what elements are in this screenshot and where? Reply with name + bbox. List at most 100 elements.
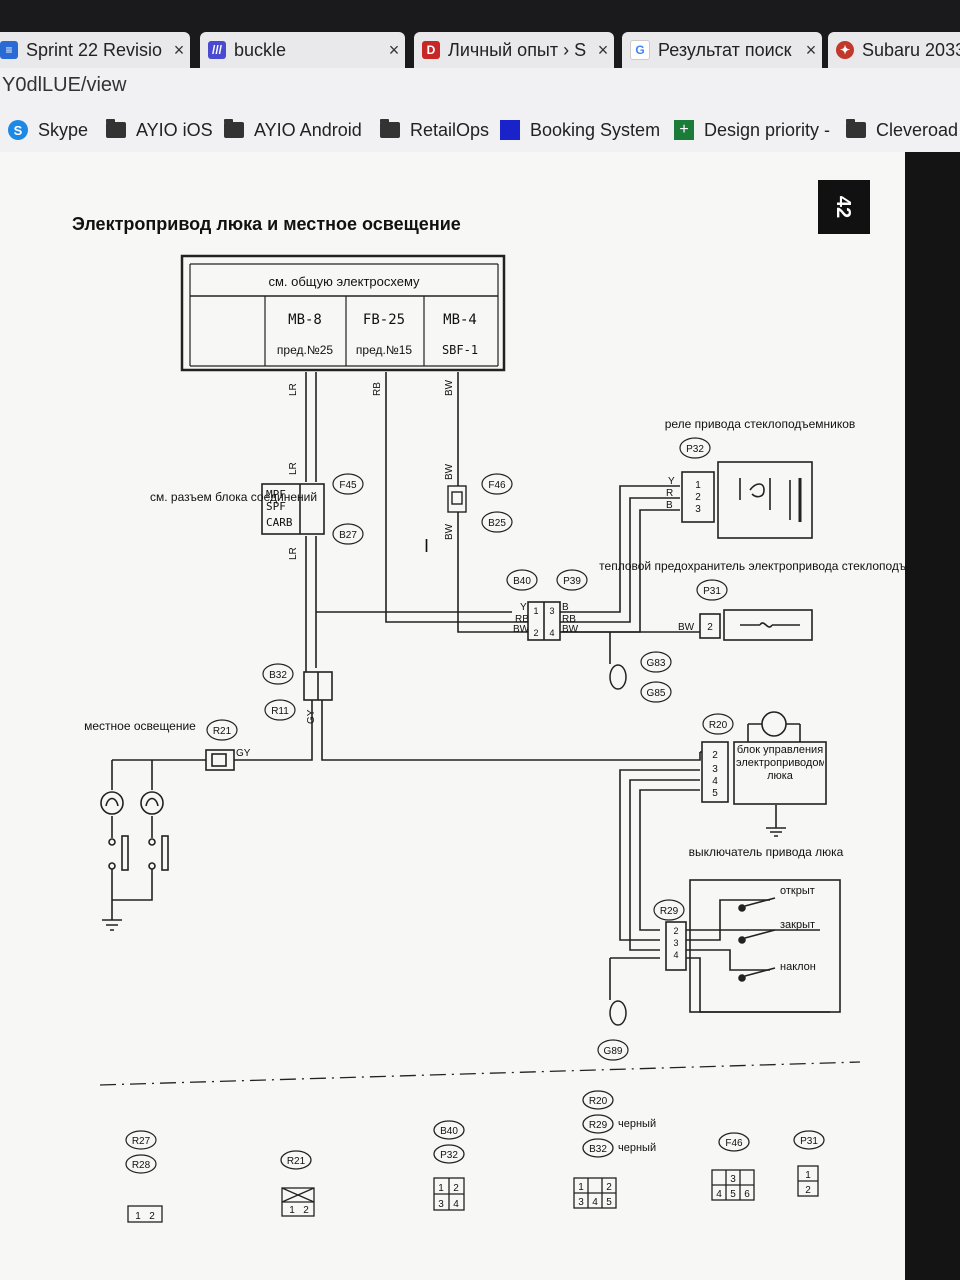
header-box [180,254,506,372]
bookmark-skype[interactable]: S Skype [8,118,88,142]
docs-icon: ≡ [0,41,18,59]
connector-r29: R29 [660,906,679,917]
relay-unit [681,461,813,539]
legend-b32: B32 [589,1144,607,1155]
legend-pin: 3 [730,1174,736,1185]
legend-pin: 2 [606,1182,612,1193]
buckle-icon: /// [208,41,226,59]
wire-code-b: B [562,602,569,613]
thermal-fuse [699,609,813,641]
square-icon [500,120,520,140]
address-bar[interactable]: Y0dlLUE/view [0,68,960,108]
connector-b40-shape [527,601,561,641]
tab-buckle[interactable]: /// buckle × [200,32,405,68]
bookmark-cleveroad[interactable]: Cleveroad F [846,118,960,142]
skype-icon: S [8,120,28,140]
wire-code-bw: BW [562,624,579,635]
pin: 4 [549,628,554,638]
tab-subaru[interactable]: ✦ Subaru 20330 [828,32,960,68]
tab-google[interactable]: G Результат поиск × [622,32,822,68]
control-label-box: блок управления электроприводом люка [736,744,824,782]
connector-g85: G85 [647,688,666,699]
pin: 3 [549,606,554,616]
bookmark-label: AYIO Android [254,119,362,140]
sheets-icon: + [674,120,694,140]
bookmark-label: Design priority - [704,119,831,140]
wire-code-rb: RB [372,382,383,396]
page-number: 42 [832,196,854,218]
bookmark-booking[interactable]: Booking System [500,118,660,142]
bookmark-retailops[interactable]: RetailOps [380,118,489,142]
wire-code-bw: BW [444,379,455,396]
tab-title: Subaru 20330 [862,39,960,60]
legend-black-1: черный [618,1118,656,1130]
switch-label: выключатель привода люка [689,845,844,859]
connector-b32: B32 [269,670,287,681]
bookmark-ayio-ios[interactable]: AYIO iOS [106,118,213,142]
wire-code-lr: LR [288,383,299,396]
legend-r29: R29 [589,1120,608,1131]
bookmark-ayio-android[interactable]: AYIO Android [224,118,362,142]
local-light-label: местное освещение [84,719,196,733]
wire-code-y: Y [668,476,675,487]
legend-pin: 5 [606,1197,612,1208]
tab-drive2[interactable]: D Личный опыт › S × [414,32,614,68]
wire-code-bw: BW [678,622,695,633]
diagram-title: Электропривод люка и местное освещение [72,214,461,234]
legend-black-2: черный [618,1142,656,1154]
connector-r27: R27 [132,1136,151,1147]
switch-open: открыт [780,885,815,897]
close-icon[interactable]: × [388,39,400,60]
legend-pin: 1 [135,1211,141,1222]
legend-pin: 5 [730,1189,736,1200]
bookmark-label: Skype [38,119,89,140]
page-number-box [818,180,870,234]
tab-sprint[interactable]: ≡ Sprint 22 Revisio × [0,32,190,68]
legend-pin: 2 [149,1211,155,1222]
fuse-mb8-note: пред.№25 [277,343,333,357]
connector-b40: B40 [513,576,531,587]
bookmarks-bar: S Skype AYIO iOS AYIO Android RetailOps … [0,108,960,153]
legend-pin: 4 [453,1199,459,1210]
pin: 3 [712,764,718,775]
close-icon[interactable]: × [597,39,609,60]
fuse-sbf1: SBF-1 [442,343,478,357]
legend-pin: 3 [578,1197,584,1208]
folder-icon [846,119,866,138]
close-icon[interactable]: × [173,39,185,60]
tab-title: Личный опыт › S [448,39,587,60]
legend-pin: 3 [438,1199,444,1210]
wire-code-r: R [666,488,673,499]
bookmark-design[interactable]: + Design priority - [674,118,830,142]
fuse-fb25-note: пред.№15 [356,343,412,357]
screen-bezel [905,152,960,1280]
connector-b25: B25 [488,518,506,529]
connector-p31: P31 [703,586,721,597]
legend-pin: 4 [592,1197,598,1208]
connector-r20: R20 [709,720,728,731]
bookmark-label: RetailOps [410,119,490,140]
legend-f46: F46 [725,1138,743,1149]
close-icon[interactable]: × [805,39,817,60]
wire-code-rb: RB [515,614,529,625]
wire-code-y: Y [520,602,527,613]
drive2-icon: D [422,41,440,59]
wiring-diagram: Электропривод люка и местное освещение 4… [72,180,905,1223]
wire-code-rb: RB [562,614,576,625]
connector-r11: R11 [271,706,289,717]
wire-code-bw: BW [444,523,455,540]
thermal-label: тепловой предохранитель электропривода с… [599,559,905,573]
wire-code-gy: GY [236,748,251,759]
pin: 3 [673,938,678,948]
legend-p32: P32 [440,1150,458,1161]
connector-f46-shape [447,485,467,513]
folder-icon [380,119,400,138]
url-text[interactable]: Y0dlLUE/view [2,74,127,96]
legend-pin: 2 [303,1205,309,1216]
switch-tilt: наклон [780,961,816,973]
control-label: блок управления электроприводом люка [736,744,824,782]
pin: 1 [695,480,701,491]
pin: 2 [695,492,701,503]
wire-code-lr: LR [288,462,299,475]
connector-g89: G89 [604,1046,623,1057]
